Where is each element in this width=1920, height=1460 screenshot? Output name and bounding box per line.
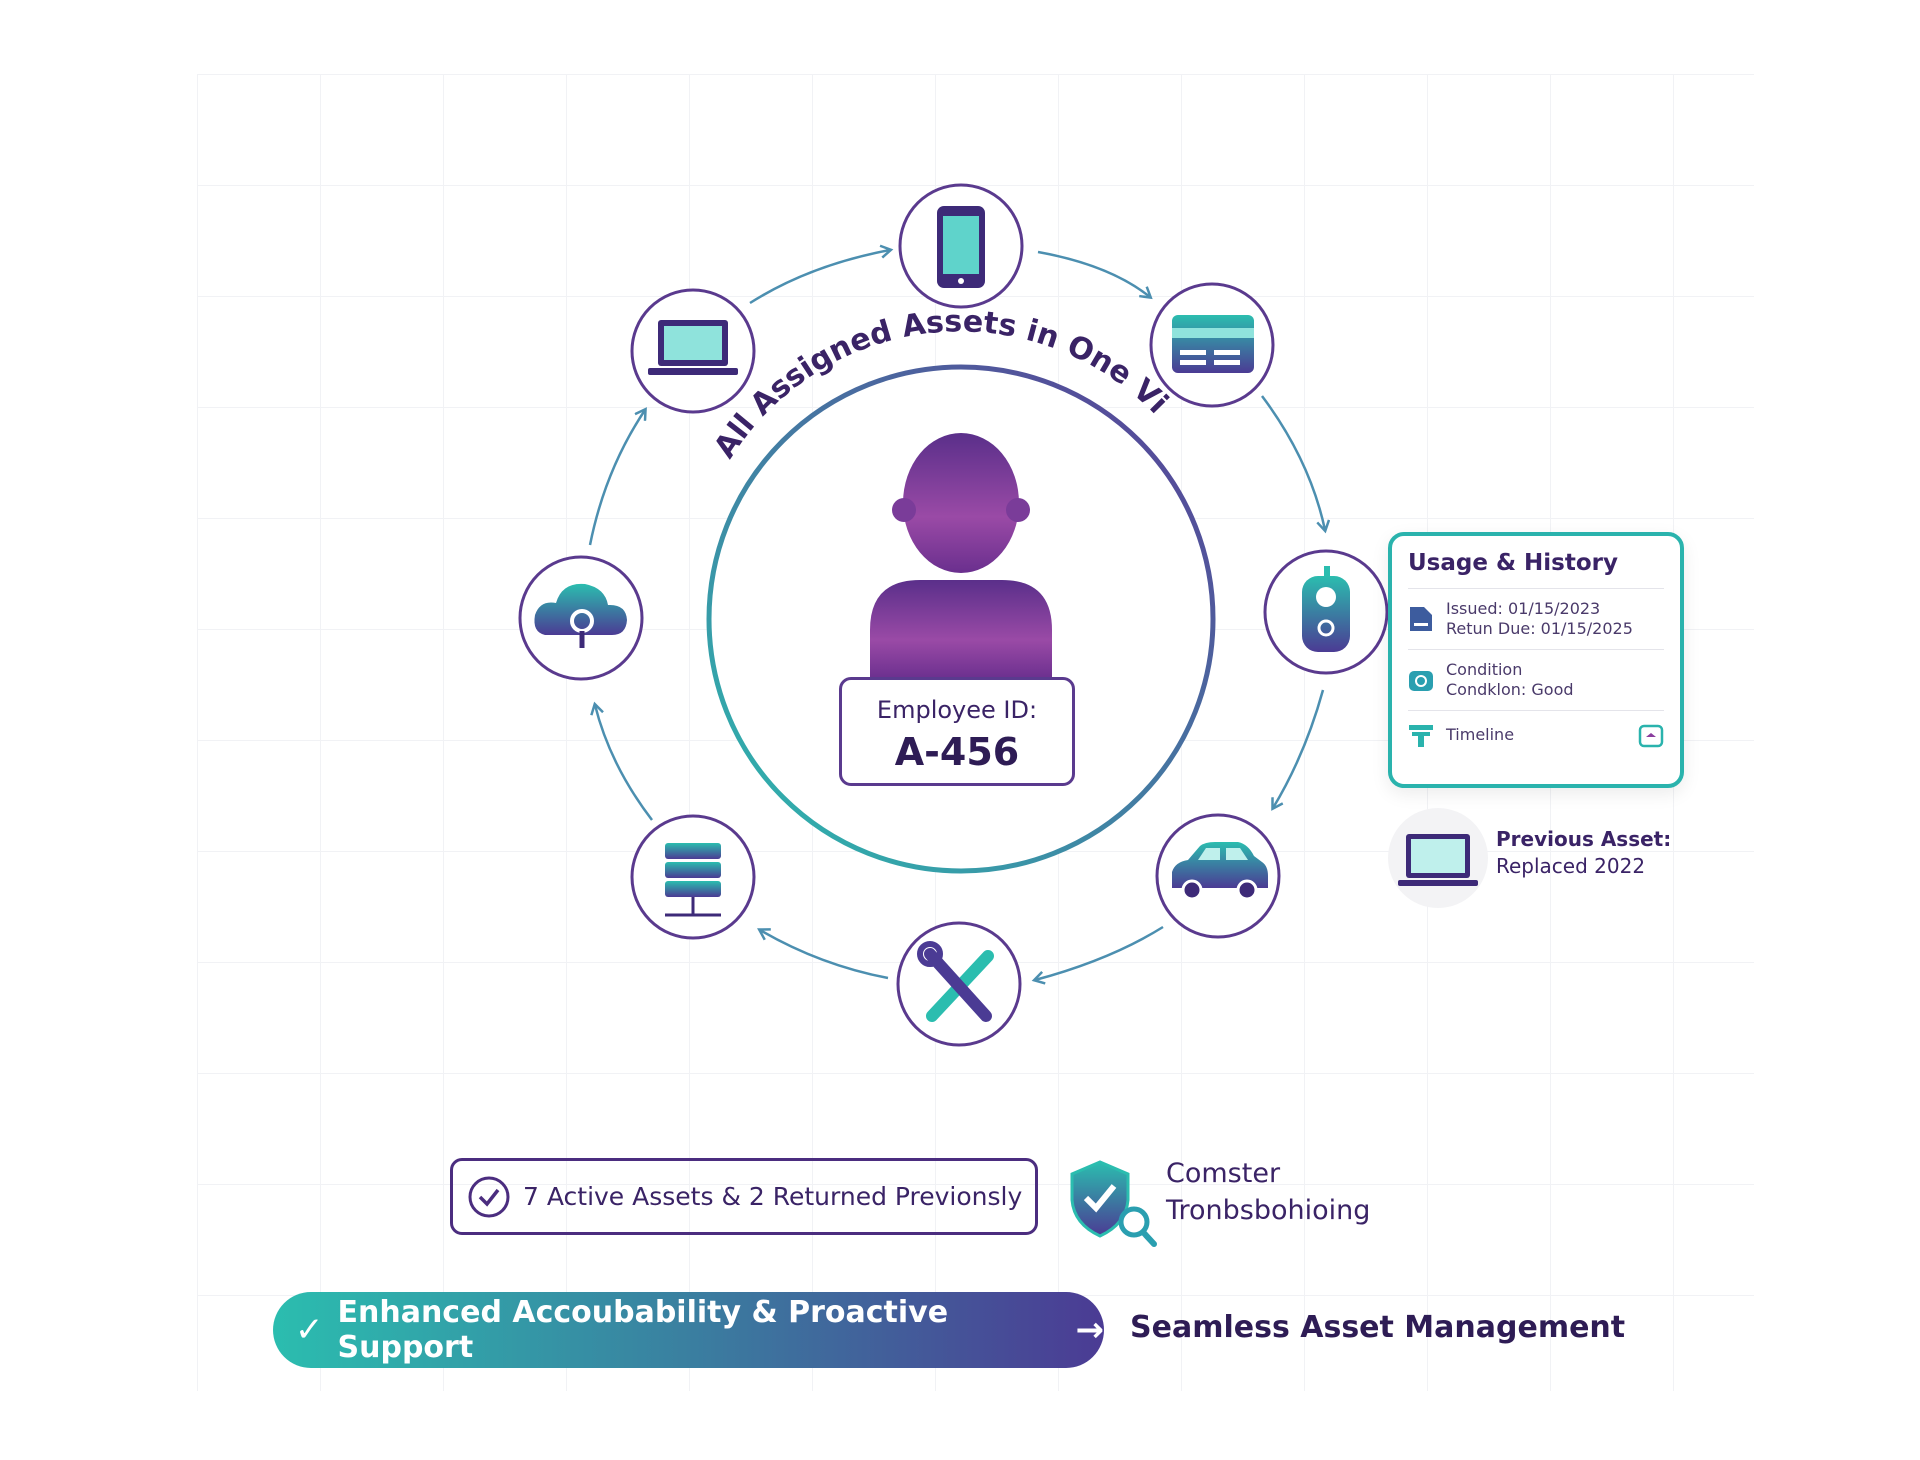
phone-icon xyxy=(937,206,985,288)
car-icon xyxy=(1172,842,1268,901)
camera-icon xyxy=(1409,671,1433,691)
document-icon xyxy=(1410,607,1432,631)
timeline-label: Timeline xyxy=(1446,725,1515,744)
employee-id-value: A-456 xyxy=(894,730,1020,774)
asset-summary-box: 7 Active Assets & 2 Returned Previonsly xyxy=(450,1158,1038,1235)
laptop-icon xyxy=(648,320,738,375)
benefit-pill: ✓ Enhanced Accoubability & Proactive Sup… xyxy=(273,1292,1104,1368)
arrow xyxy=(588,410,645,546)
arrow xyxy=(1260,395,1325,530)
walkie-talkie-icon xyxy=(1302,566,1350,652)
cycle-arrows xyxy=(588,250,1325,980)
asset-node-cloud[interactable] xyxy=(518,555,644,681)
arrow xyxy=(760,930,889,980)
previous-asset-text: Previous Asset: Replaced 2022 xyxy=(1496,826,1671,880)
asset-node-walkie[interactable] xyxy=(1263,549,1389,675)
arrow xyxy=(595,705,653,821)
side-caption-line2: Tronbsbohioing xyxy=(1166,1195,1371,1226)
arrow xyxy=(749,250,890,305)
asset-node-laptop[interactable] xyxy=(630,288,756,414)
panel-title: Usage & History xyxy=(1408,550,1664,589)
timeline-icon xyxy=(1409,725,1433,747)
employee-avatar-icon xyxy=(870,433,1052,680)
side-caption: Comster Tronbsbohioing xyxy=(1166,1155,1370,1229)
arrow xyxy=(1035,925,1164,980)
condition-label: Condition xyxy=(1446,660,1523,679)
check-circle-icon xyxy=(468,1176,510,1217)
condition-value: Condklon: Good xyxy=(1446,680,1574,699)
laptop-icon xyxy=(1398,834,1478,886)
previous-asset-value: Replaced 2022 xyxy=(1496,854,1646,878)
seamless-caption: Seamless Asset Management xyxy=(1130,1310,1626,1345)
check-icon: ✓ xyxy=(295,1310,324,1350)
side-caption-line1: Comster xyxy=(1166,1158,1281,1189)
previous-asset-badge xyxy=(1388,808,1488,908)
cloud-key-icon xyxy=(534,583,627,648)
asset-node-server[interactable] xyxy=(630,814,756,940)
asset-node-car[interactable] xyxy=(1155,813,1281,939)
benefit-text: Enhanced Accoubability & Proactive Suppo… xyxy=(337,1295,949,1365)
return-due-date: Retun Due: 01/15/2025 xyxy=(1446,619,1633,638)
export-icon[interactable] xyxy=(1638,722,1664,748)
tools-icon xyxy=(917,941,994,1022)
timeline-row[interactable]: Timeline xyxy=(1408,711,1664,759)
arrow-right-icon: → xyxy=(1075,1310,1105,1350)
arrow xyxy=(1037,250,1150,297)
credit-card-icon xyxy=(1172,315,1254,373)
arrow xyxy=(1273,689,1325,808)
server-icon xyxy=(665,843,721,917)
asset-summary-text: 7 Active Assets & 2 Returned Previonsly xyxy=(523,1182,1023,1211)
asset-node-tools[interactable] xyxy=(896,921,1022,1047)
issued-date: Issued: 01/15/2023 xyxy=(1446,599,1601,618)
employee-id-card: Employee ID: A-456 xyxy=(839,677,1075,786)
asset-node-phone[interactable] xyxy=(898,183,1024,309)
employee-id-label: Employee ID: xyxy=(876,696,1038,724)
asset-node-card[interactable] xyxy=(1149,282,1275,408)
previous-asset-label: Previous Asset: xyxy=(1496,827,1672,851)
shield-search-icon xyxy=(1070,1160,1157,1247)
